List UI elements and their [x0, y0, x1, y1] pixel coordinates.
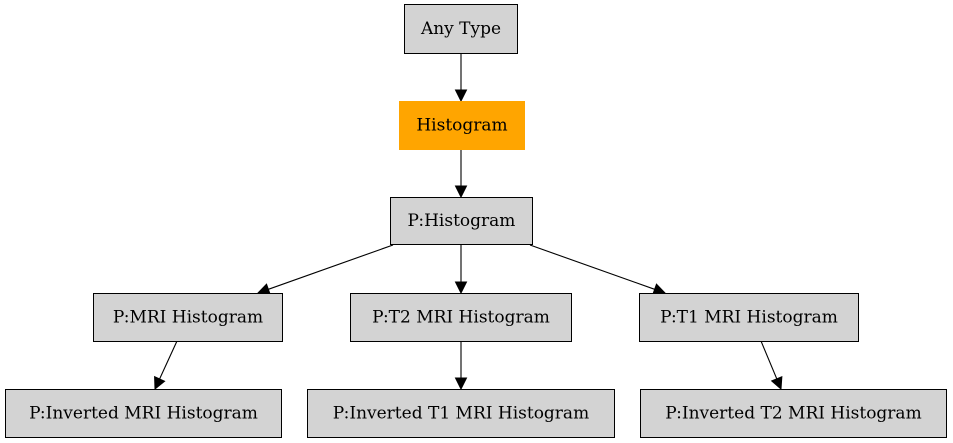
node-label: P:Inverted MRI Histogram — [29, 404, 258, 424]
edge-p-histogram-to-p-t1-mri-histogram — [529, 244, 667, 296]
node-p-inverted-mri-histogram[interactable]: P:Inverted MRI Histogram — [5, 389, 282, 438]
edge-p-t1-mri-histogram-to-p-inverted-t2-mri-histogram — [760, 340, 783, 391]
node-label: Histogram — [416, 116, 507, 136]
node-p-t1-mri-histogram[interactable]: P:T1 MRI Histogram — [639, 293, 859, 342]
node-any-type[interactable]: Any Type — [404, 4, 518, 54]
node-box — [350, 293, 572, 342]
node-box — [307, 389, 615, 438]
node-label: Any Type — [420, 19, 501, 39]
arrowhead-icon — [454, 89, 468, 103]
node-label: P:T1 MRI Histogram — [660, 308, 838, 328]
edge-histogram-to-p-histogram — [454, 149, 468, 199]
node-label: P:MRI Histogram — [113, 308, 263, 328]
node-label: P:T2 MRI Histogram — [372, 308, 550, 328]
arrowhead-icon — [770, 375, 783, 391]
node-box — [640, 389, 947, 438]
edge-line — [159, 340, 178, 380]
node-box — [639, 293, 859, 342]
node-box — [5, 389, 282, 438]
edge-line — [268, 244, 394, 290]
node-p-inverted-t1-mri-histogram[interactable]: P:Inverted T1 MRI Histogram — [307, 389, 615, 438]
node-p-inverted-t2-mri-histogram[interactable]: P:Inverted T2 MRI Histogram — [640, 389, 947, 438]
arrowhead-icon — [256, 283, 271, 296]
arrowhead-icon — [154, 375, 166, 391]
node-p-mri-histogram[interactable]: P:MRI Histogram — [93, 293, 283, 342]
edge-p-histogram-to-p-mri-histogram — [256, 244, 394, 296]
arrowhead-icon — [454, 281, 468, 295]
arrowhead-icon — [454, 185, 468, 199]
edges-layer — [154, 53, 783, 391]
arrowhead-icon — [454, 377, 468, 391]
edge-p-t2-mri-histogram-to-p-inverted-t1-mri-histogram — [454, 341, 468, 391]
node-p-t2-mri-histogram[interactable]: P:T2 MRI Histogram — [350, 293, 572, 342]
edge-p-histogram-to-p-t2-mri-histogram — [454, 245, 468, 295]
edge-line — [529, 244, 655, 290]
node-histogram[interactable]: Histogram — [399, 101, 525, 150]
arrowhead-icon — [652, 283, 667, 296]
node-box — [399, 101, 525, 150]
node-box — [93, 293, 283, 342]
node-label: P:Inverted T2 MRI Histogram — [665, 404, 921, 424]
node-label: P:Inverted T1 MRI Histogram — [333, 404, 589, 424]
node-box — [404, 4, 518, 54]
edge-p-mri-histogram-to-p-inverted-mri-histogram — [154, 340, 178, 391]
node-box — [390, 197, 533, 245]
node-p-histogram[interactable]: P:Histogram — [390, 197, 533, 245]
edge-line — [760, 340, 778, 380]
node-label: P:Histogram — [408, 211, 516, 231]
edge-any-type-to-histogram — [454, 53, 468, 103]
